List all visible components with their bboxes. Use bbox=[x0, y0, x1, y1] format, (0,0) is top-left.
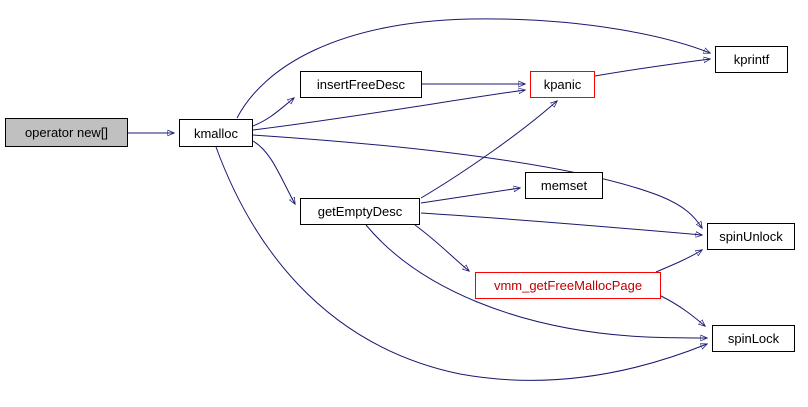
edge-kmalloc-to-kprintf bbox=[236, 18, 710, 119]
edge-kmalloc-to-getEmptyDesc bbox=[252, 140, 295, 204]
edge-kmalloc-to-spinLock bbox=[215, 146, 707, 381]
edge-getEmptyDesc-to-spinUnlock bbox=[420, 212, 702, 235]
edge-kpanic-to-kprintf bbox=[594, 59, 710, 77]
node-operator-new: operator new[] bbox=[5, 118, 128, 147]
node-memset[interactable]: memset bbox=[525, 172, 603, 199]
node-insertFreeDesc[interactable]: insertFreeDesc bbox=[300, 71, 422, 98]
node-spinUnlock[interactable]: spinUnlock bbox=[707, 223, 795, 250]
edge-getEmptyDesc-to-spinLock bbox=[365, 224, 707, 338]
edge-kmalloc-to-kpanic bbox=[252, 90, 525, 131]
edge-getEmptyDesc-to-kpanic bbox=[420, 101, 557, 199]
node-kprintf[interactable]: kprintf bbox=[715, 46, 788, 73]
edge-vmm_getFreeMallocPage-to-spinUnlock bbox=[655, 250, 702, 273]
node-vmm-getFreeMallocPage[interactable]: vmm_getFreeMallocPage bbox=[475, 272, 661, 299]
edge-getEmptyDesc-to-memset bbox=[420, 188, 520, 204]
node-kpanic[interactable]: kpanic bbox=[530, 71, 595, 98]
node-getEmptyDesc[interactable]: getEmptyDesc bbox=[300, 198, 420, 225]
node-spinLock[interactable]: spinLock bbox=[712, 325, 795, 352]
node-kmalloc[interactable]: kmalloc bbox=[179, 119, 253, 147]
edge-vmm_getFreeMallocPage-to-spinLock bbox=[660, 295, 705, 326]
edge-kmalloc-to-insertFreeDesc bbox=[252, 98, 294, 127]
edge-getEmptyDesc-to-vmm_getFreeMallocPage bbox=[414, 224, 469, 271]
